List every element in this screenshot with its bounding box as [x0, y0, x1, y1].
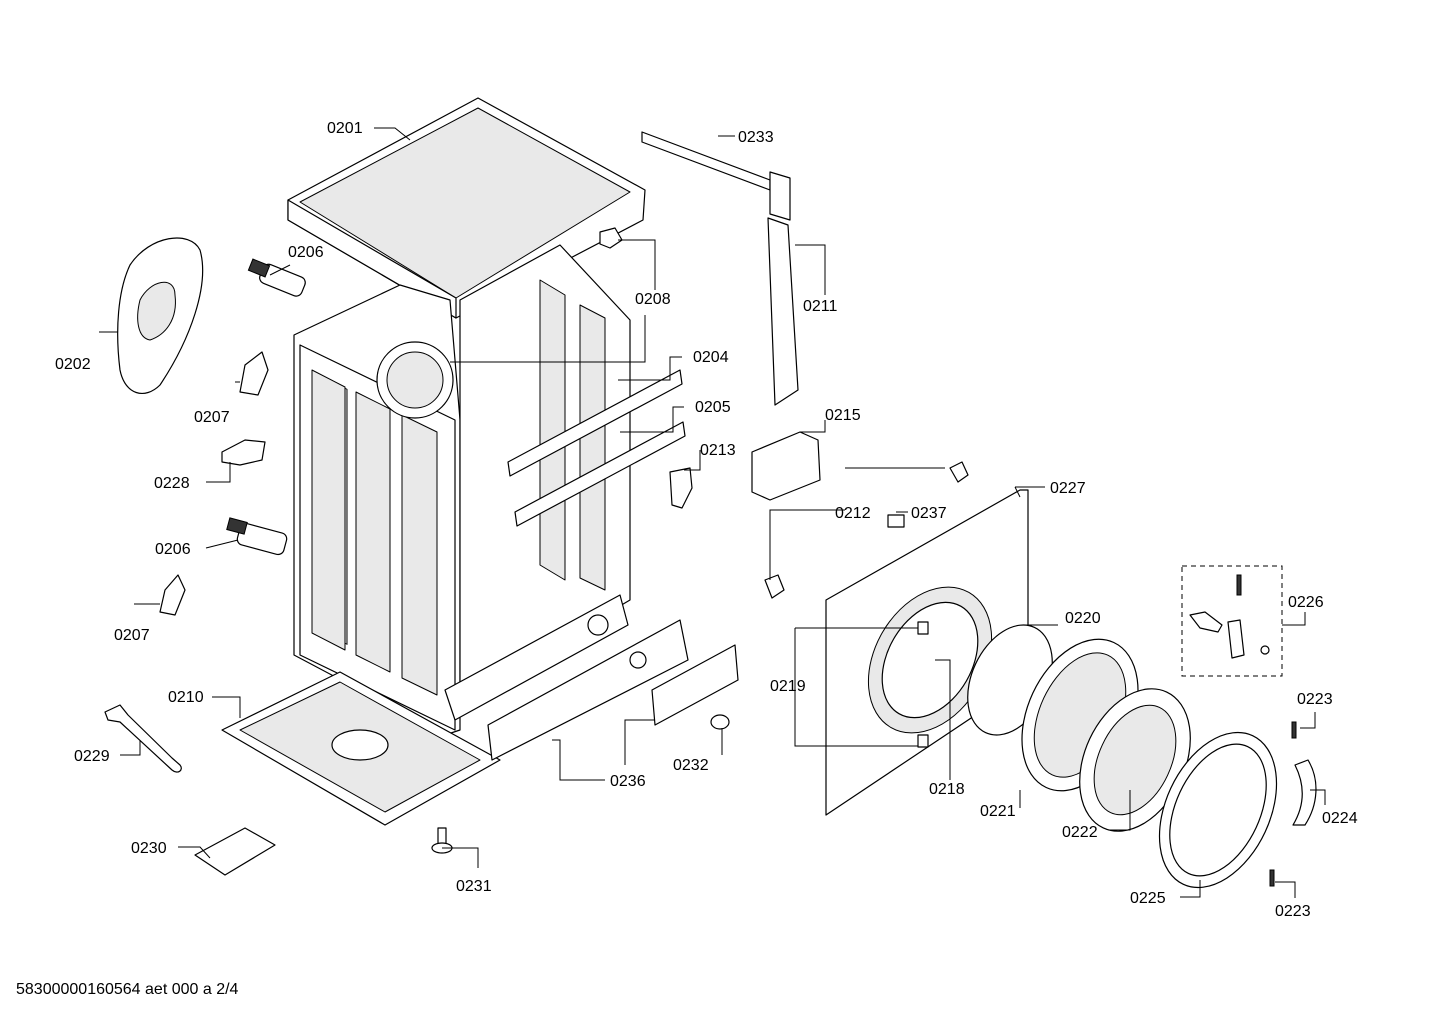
- leader-lines: [99, 127, 1326, 898]
- part-0231-foot: [431, 827, 453, 854]
- label-0207-lower: 0207: [114, 627, 150, 644]
- label-0233: 0233: [738, 129, 774, 146]
- part-0230-transport-plate: [194, 827, 276, 876]
- label-0208: 0208: [635, 291, 671, 308]
- part-0205-rail: [514, 421, 686, 527]
- cabinet-frame: [293, 244, 631, 736]
- label-0219: 0219: [770, 678, 806, 695]
- label-0221: 0221: [980, 803, 1016, 820]
- part-0215-door-lock: [751, 431, 821, 501]
- label-0232: 0232: [673, 757, 709, 774]
- part-0233-top-bar: [641, 131, 791, 221]
- label-0222: 0222: [1062, 824, 1098, 841]
- part-0210-base-plate: [221, 671, 501, 826]
- part-0228-clip: [221, 439, 266, 466]
- label-0205: 0205: [695, 399, 731, 416]
- label-0229: 0229: [74, 748, 110, 765]
- part-0237-button: [887, 514, 905, 528]
- label-0218: 0218: [929, 781, 965, 798]
- part-0223-pin-upper: [1291, 721, 1297, 739]
- label-0206-upper: 0206: [288, 244, 324, 261]
- label-0236: 0236: [610, 773, 646, 790]
- part-0213-connector: [669, 467, 693, 509]
- label-0201: 0201: [327, 120, 363, 137]
- part-0202-rear-panel: [117, 237, 204, 394]
- part-0226-hinge-kit: [1181, 565, 1283, 677]
- label-0206-lower: 0206: [155, 541, 191, 558]
- label-0215: 0215: [825, 407, 861, 424]
- part-0207-bracket-lower: [159, 574, 186, 616]
- part-0225-door-frame: [1158, 731, 1278, 889]
- part-0206-shock-absorber-upper: [247, 258, 306, 297]
- label-0210: 0210: [168, 689, 204, 706]
- label-0230: 0230: [131, 840, 167, 857]
- part-0211-side-bracket: [767, 217, 799, 406]
- label-0237: 0237: [911, 505, 947, 522]
- part-service-flap: [651, 644, 739, 726]
- label-0224: 0224: [1322, 810, 1358, 827]
- label-0231: 0231: [456, 878, 492, 895]
- label-0220: 0220: [1065, 610, 1101, 627]
- part-0204-rail: [507, 369, 683, 477]
- part-0206-shock-absorber-lower: [226, 517, 288, 556]
- part-0236-plinth: [487, 619, 689, 761]
- label-0202: 0202: [55, 356, 91, 373]
- part-0229-wrench: [104, 704, 182, 773]
- part-0207-bracket-upper: [239, 351, 269, 396]
- label-0204: 0204: [693, 349, 729, 366]
- label-0213: 0213: [700, 442, 736, 459]
- part-0212-clip-upper: [949, 461, 969, 483]
- label-0227: 0227: [1050, 480, 1086, 497]
- label-0223-upper: 0223: [1297, 691, 1333, 708]
- label-0225: 0225: [1130, 890, 1166, 907]
- part-0232-cap: [710, 714, 730, 730]
- label-0212: 0212: [835, 505, 871, 522]
- part-0224-door-handle: [1292, 759, 1317, 826]
- label-0211: 0211: [803, 298, 838, 315]
- label-0223-lower: 0223: [1275, 903, 1311, 920]
- part-0212-clip-lower: [764, 574, 785, 599]
- part-0223-pin-lower: [1269, 869, 1275, 887]
- part-0222-door-glass: [1079, 688, 1191, 832]
- label-0207-upper: 0207: [194, 409, 230, 426]
- label-0226: 0226: [1288, 594, 1324, 611]
- document-id-footer: 58300000160564 aet 000 a 2/4: [16, 981, 239, 998]
- part-0208-holder: [599, 227, 623, 249]
- part-0227-front-panel: [825, 489, 1029, 816]
- label-0228: 0228: [154, 475, 190, 492]
